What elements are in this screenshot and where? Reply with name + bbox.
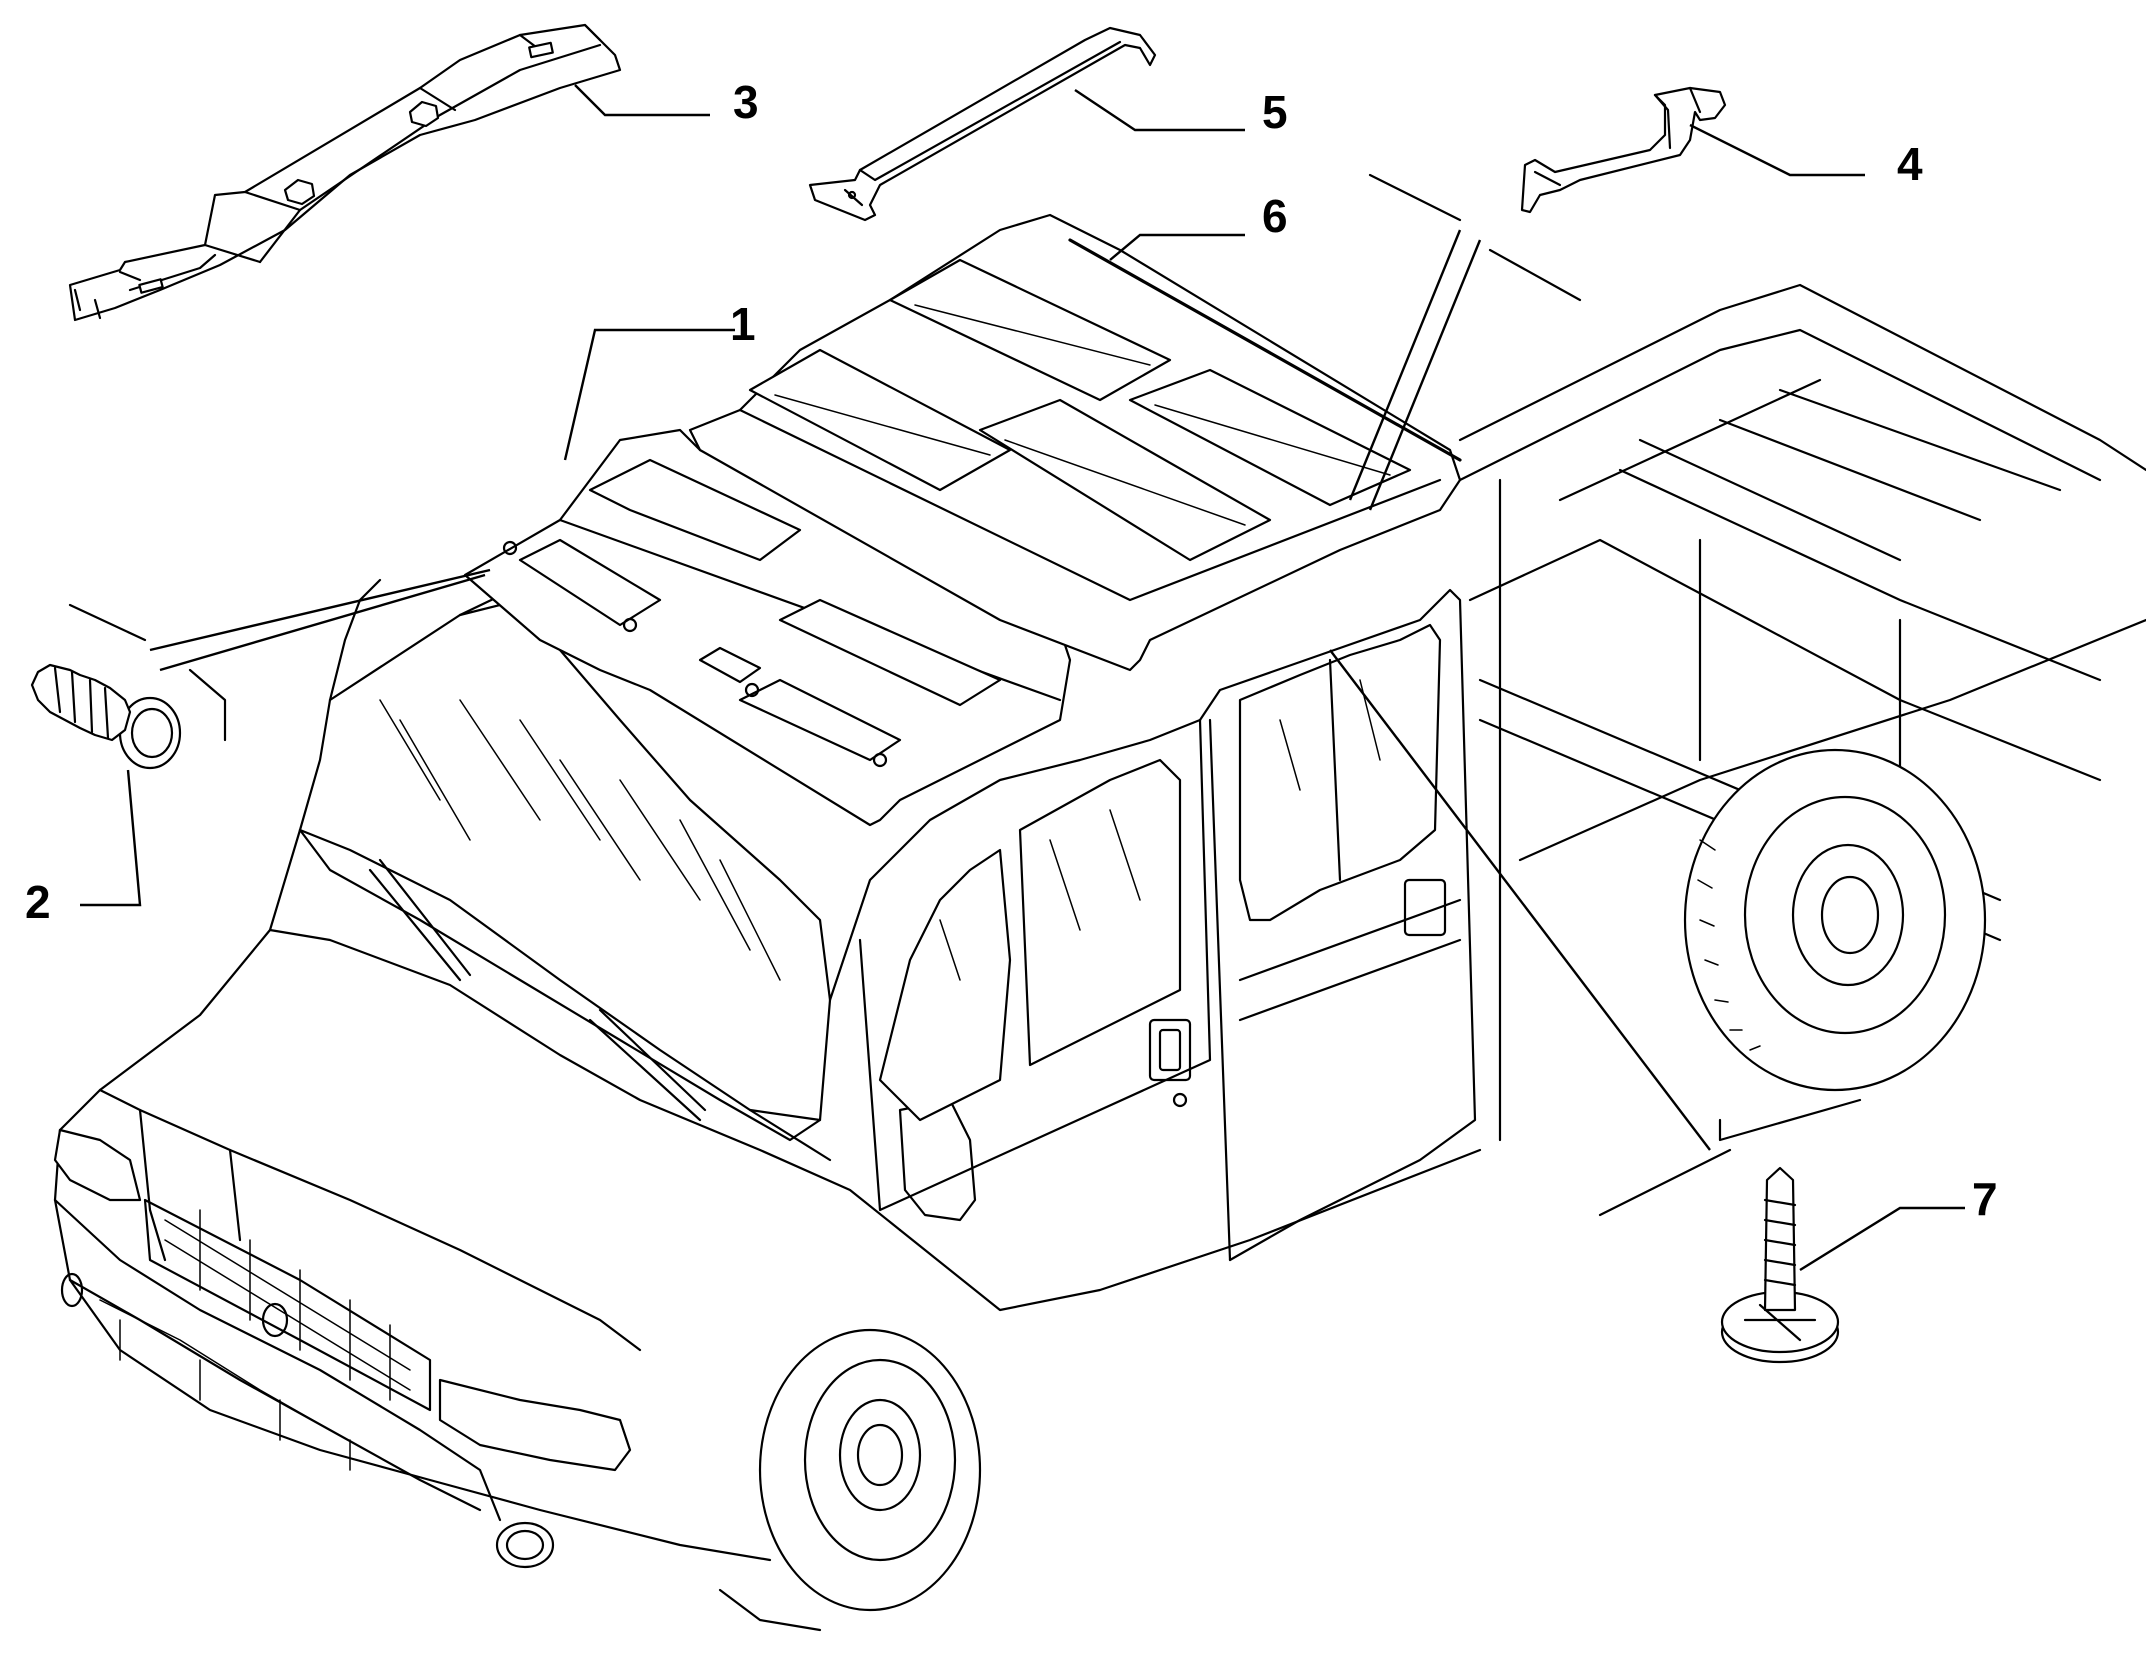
callout-2: 2: [25, 876, 51, 928]
part-1-front-roof-panel: [463, 428, 1072, 827]
callout-labels: 1 2 3 4 5 6 7: [25, 76, 1998, 1225]
callout-5: 5: [1262, 86, 1288, 138]
part-3-roof-bracket: [68, 23, 622, 322]
vehicle-outline: [53, 283, 2146, 1632]
callout-6: 6: [1262, 190, 1288, 242]
callout-3: 3: [733, 76, 759, 128]
callout-1: 1: [730, 298, 756, 350]
part-2-push-clip: [30, 663, 182, 770]
part-6-rear-roof-panel: [688, 213, 1462, 672]
leader-lines: [68, 84, 1965, 1272]
callout-4: 4: [1897, 138, 1923, 190]
part-4-hook-bracket: [1520, 86, 1727, 214]
part-7-screw: [1720, 1166, 1840, 1364]
callout-7: 7: [1972, 1173, 1998, 1225]
part-5-roof-strap: [808, 26, 1157, 222]
